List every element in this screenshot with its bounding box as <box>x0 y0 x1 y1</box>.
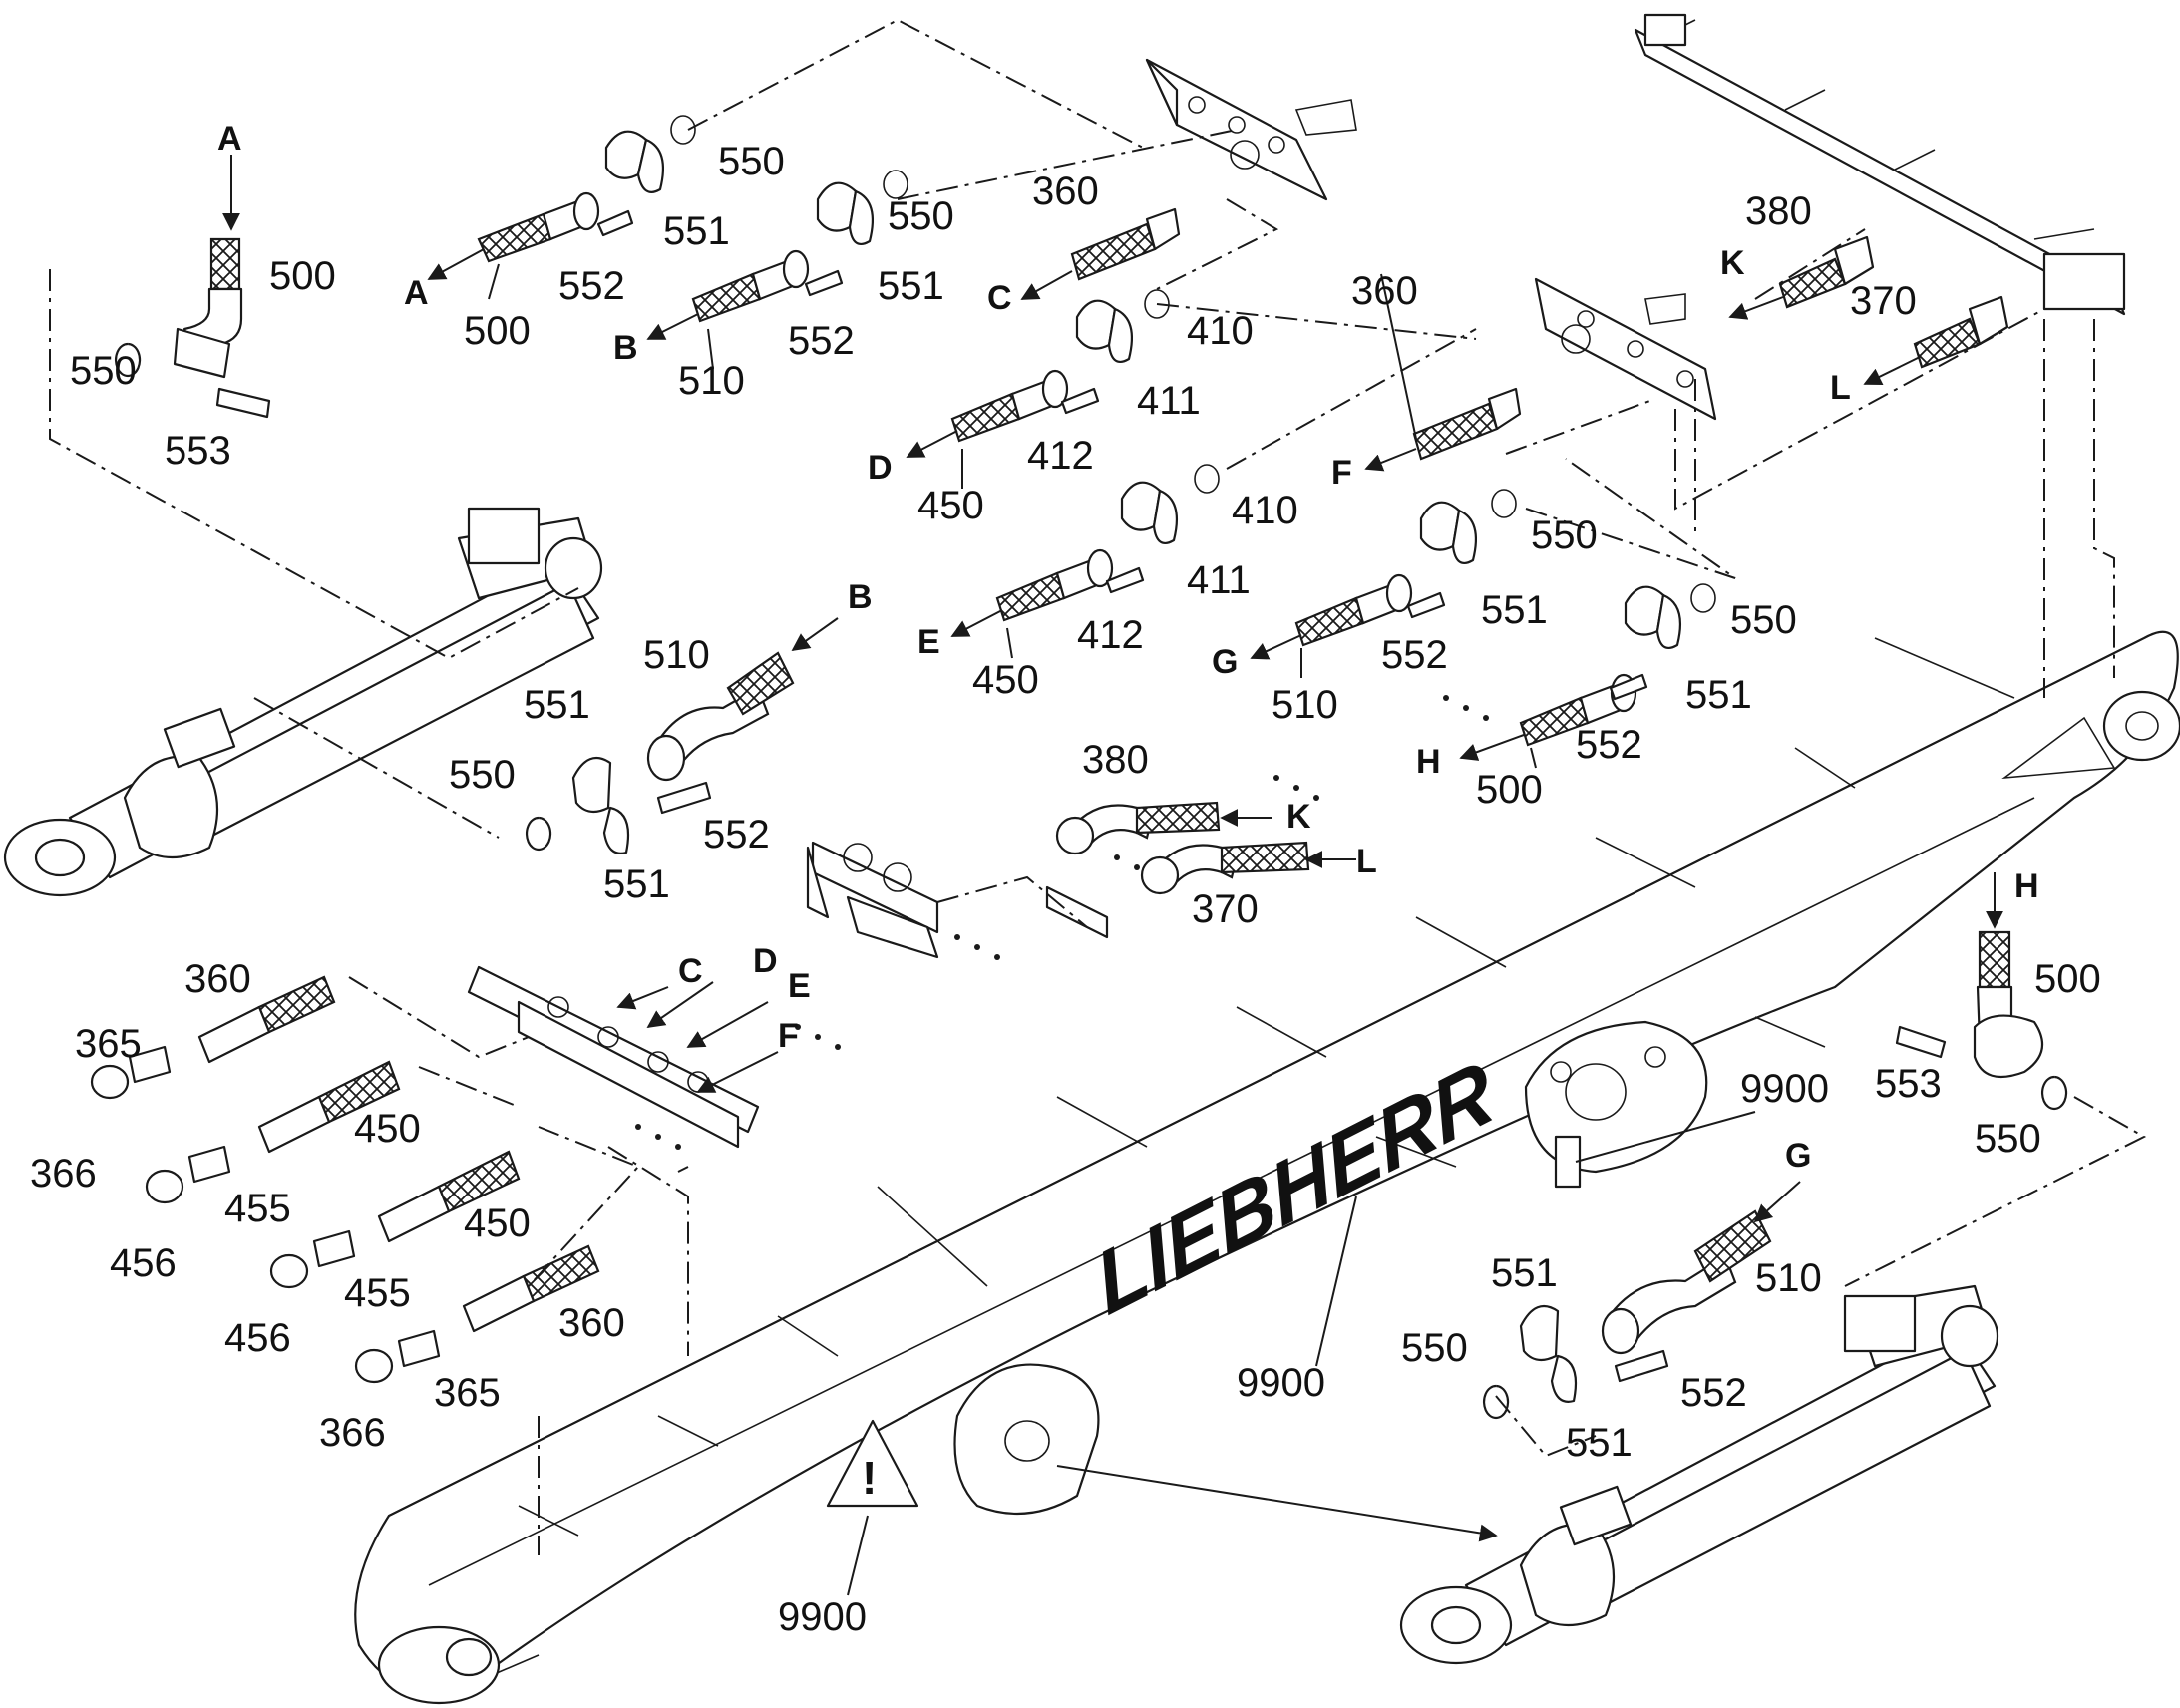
part-label: 551 <box>1481 588 1548 632</box>
right-hydraulic-cylinder <box>1399 1284 1999 1665</box>
part-label: 370 <box>1850 279 1917 323</box>
connector-letter: K <box>1720 244 1745 282</box>
connector-letter: E <box>788 967 811 1005</box>
connector-letter: C <box>678 952 703 990</box>
part-label: 9900 <box>1740 1067 1829 1111</box>
top-manifold-plate <box>1145 58 1357 201</box>
part-label: 500 <box>464 309 531 353</box>
part-label: 553 <box>1875 1062 1942 1106</box>
part-label: 360 <box>1032 170 1099 213</box>
part-labels: 500 550 553 550 551 552 500 550 551 552 … <box>30 140 2101 1639</box>
part-label: 550 <box>1730 598 1797 642</box>
part-label: 551 <box>524 683 590 727</box>
part-label: 500 <box>1476 768 1543 812</box>
part-label: 410 <box>1232 489 1298 532</box>
part-label: 370 <box>1192 887 1259 931</box>
connector-letter: B <box>848 578 873 616</box>
part-label: 455 <box>224 1187 291 1230</box>
part-label: 550 <box>449 753 516 797</box>
connector-letter: H <box>2014 867 2039 905</box>
part-label: 552 <box>558 264 625 308</box>
part-label: 551 <box>1685 673 1752 717</box>
part-label: 360 <box>558 1301 625 1345</box>
fittings <box>90 115 2068 1420</box>
connector-letter: G <box>1785 1137 1811 1175</box>
connection-letters: A A B B C C D D E E F F G G H H K K L L <box>217 120 2039 1175</box>
connector-letter: D <box>753 942 778 980</box>
part-label: 9900 <box>778 1595 867 1639</box>
connector-letter: F <box>1331 454 1352 492</box>
connector-letter: L <box>1830 369 1851 407</box>
part-label: 360 <box>1351 269 1418 313</box>
part-label: 411 <box>1137 379 1201 423</box>
part-label: 455 <box>344 1271 411 1315</box>
part-label: 412 <box>1077 613 1144 657</box>
connector-letter: F <box>778 1017 799 1055</box>
connection-lines <box>49 18 2147 1555</box>
part-label: 551 <box>603 862 670 906</box>
connector-letter: E <box>917 623 940 661</box>
part-label: 366 <box>30 1152 97 1196</box>
part-label: 510 <box>1755 1256 1822 1300</box>
part-label: 550 <box>1401 1326 1468 1370</box>
part-label: 410 <box>1187 309 1254 353</box>
part-label: 550 <box>1975 1117 2041 1161</box>
right-top-rail <box>1634 13 2126 316</box>
part-label: 450 <box>972 658 1039 702</box>
connector-letter: B <box>613 329 638 367</box>
part-label: 456 <box>110 1241 177 1285</box>
leader-lines <box>222 155 2003 1596</box>
warning-symbol: ! <box>862 1452 877 1504</box>
part-label: 550 <box>888 194 954 238</box>
part-label: 450 <box>464 1201 531 1245</box>
part-label: 550 <box>718 140 785 183</box>
part-label: 551 <box>1566 1421 1633 1465</box>
part-label: 365 <box>75 1022 142 1066</box>
boom <box>354 630 2180 1705</box>
connector-letter: A <box>217 120 242 158</box>
part-label: 552 <box>1381 633 1448 677</box>
part-label: 552 <box>1680 1371 1747 1415</box>
warning-icon: ! <box>826 1419 919 1508</box>
part-label: 412 <box>1027 434 1094 478</box>
part-label: 552 <box>703 813 770 856</box>
part-label: 510 <box>1272 683 1338 727</box>
part-label: 365 <box>434 1371 501 1415</box>
part-label: 510 <box>643 633 710 677</box>
left-lower-manifold <box>467 965 760 1149</box>
connector-letter: K <box>1286 798 1311 836</box>
part-label: 510 <box>678 359 745 403</box>
part-label: 551 <box>878 264 944 308</box>
part-label: 450 <box>354 1107 421 1151</box>
part-label: 551 <box>663 209 730 253</box>
part-label: 450 <box>917 484 984 527</box>
part-label: 411 <box>1187 558 1251 602</box>
part-label: 456 <box>224 1316 291 1360</box>
part-label: 500 <box>269 254 336 298</box>
part-label: 552 <box>1576 723 1642 767</box>
left-hydraulic-cylinder <box>3 507 603 897</box>
connector-letter: D <box>868 449 893 487</box>
connector-letter: C <box>987 279 1012 317</box>
connector-letter: A <box>404 274 429 312</box>
part-label: 550 <box>1531 513 1598 557</box>
part-label: 552 <box>788 319 855 363</box>
connector-letter: G <box>1212 643 1238 681</box>
part-label: 500 <box>2034 957 2101 1001</box>
middle-manifold-plate <box>1534 277 1717 421</box>
part-label: 380 <box>1082 738 1149 782</box>
connector-letter: L <box>1356 843 1377 880</box>
part-label: 553 <box>165 429 231 473</box>
connector-letter: H <box>1416 743 1441 781</box>
part-label: 366 <box>319 1411 386 1455</box>
part-label: 9900 <box>1237 1361 1325 1405</box>
part-label: 550 <box>70 349 137 393</box>
center-junction-block <box>806 841 1109 959</box>
part-label: 380 <box>1745 189 1812 233</box>
part-label: 551 <box>1491 1251 1558 1295</box>
part-label: 360 <box>184 957 251 1001</box>
